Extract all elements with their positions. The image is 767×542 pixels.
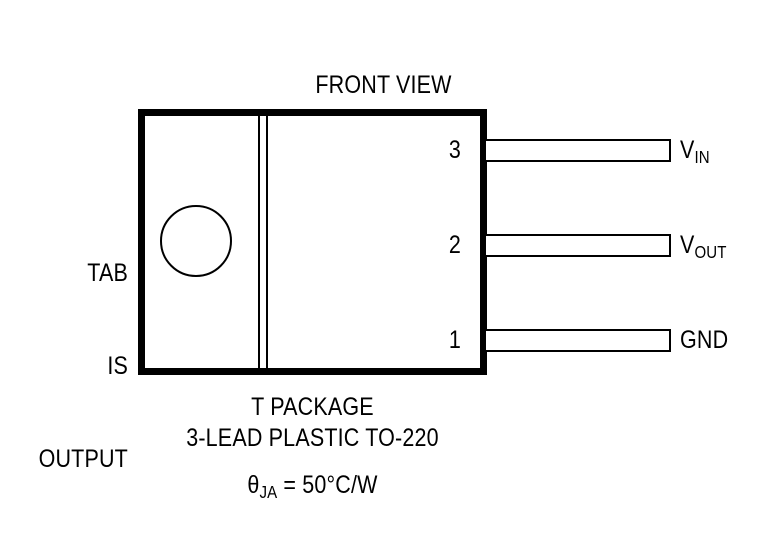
tab-divider-line-left bbox=[258, 116, 260, 368]
tab-divider-line-right bbox=[266, 116, 268, 368]
lead-label-vin-subscript: IN bbox=[694, 146, 710, 167]
caption-package-name: T PACKAGE bbox=[251, 393, 374, 421]
tab-note-line-3: OUTPUT bbox=[38, 445, 128, 473]
pin-number-3: 3 bbox=[448, 136, 461, 164]
theta-subscript: JA bbox=[259, 481, 278, 502]
lead-pin-2 bbox=[484, 234, 671, 257]
tab-note-line-2: IS bbox=[107, 352, 128, 380]
theta-value: = 50°C/W bbox=[277, 471, 378, 499]
tab-is-output-note: TAB IS OUTPUT bbox=[18, 196, 128, 537]
lead-pin-1 bbox=[484, 329, 671, 352]
lead-label-vout: VOUT bbox=[680, 231, 727, 262]
lead-label-vout-main: V bbox=[680, 231, 695, 259]
caption-package-description: 3-LEAD PLASTIC TO-220 bbox=[186, 424, 439, 452]
lead-label-vin: VIN bbox=[680, 136, 710, 167]
front-view-title: FRONT VIEW bbox=[315, 71, 452, 99]
lead-label-vin-main: V bbox=[680, 136, 695, 164]
pin-number-1: 1 bbox=[448, 326, 461, 354]
mounting-hole-icon bbox=[160, 205, 232, 277]
lead-pin-3 bbox=[484, 139, 671, 162]
theta-symbol: θ bbox=[247, 471, 260, 499]
caption-thermal-resistance: θJA = 50°C/W bbox=[162, 470, 462, 502]
lead-label-vout-subscript: OUT bbox=[694, 241, 727, 262]
tab-note-line-1: TAB bbox=[87, 259, 128, 287]
lead-label-gnd-main: GND bbox=[680, 326, 729, 354]
lead-label-gnd: GND bbox=[680, 326, 728, 356]
pin-number-2: 2 bbox=[448, 231, 461, 259]
